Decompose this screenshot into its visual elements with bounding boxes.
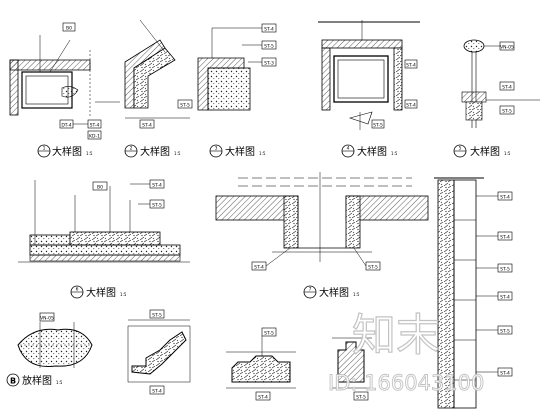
detail-2-title: 大样图 [140,145,170,158]
detail-1-tag-3: DT-4 [61,123,71,129]
detail-1-title: 大样图 [52,145,82,158]
detail-5-tag-3: ST-5 [502,109,512,115]
detail-3-number: 3 [215,146,218,152]
detail-3-tag-1: ST-4 [264,27,274,33]
detail-6-tag-3: ST-5 [152,203,162,209]
detail-9-tag-1: ST-5 [152,313,162,319]
detail-2: ST-5 ST-4 2 大样图 1:5 [124,19,193,158]
detail-8-tag-1: VN-05 [40,316,54,322]
side-elevation-tag-5: ST-5 [500,329,510,335]
detail-5-title: 大样图 [470,145,500,158]
detail-7-scale: 1:5 [353,292,360,297]
detail-3-title: 大样图 [225,145,255,158]
detail-4-number: 4 [347,146,350,152]
detail-7-tag-2: ST-5 [368,265,378,271]
detail-7-number: 7 [309,287,312,293]
watermark: 知末 ID: 166043100 [328,309,485,395]
detail-3-tag-3: ST-3 [264,61,274,67]
detail-1-tag-1: B0 [66,26,72,32]
detail-11-tag-1: ST-5 [356,395,366,401]
detail-7-tag-1: ST-4 [254,265,264,271]
detail-8: VN-05 B 放样图 1:5 [6,312,93,387]
detail-1: B0 ST-4 DT-4 KD-1 1 大样图 1:5 [9,22,120,158]
detail-1-number: 1 [43,146,46,152]
side-elevation-tag-2: ST-4 [500,235,510,241]
watermark-id: ID: 166043100 [328,371,484,395]
detail-5-number: 5 [459,146,462,152]
detail-4-scale: 1:5 [391,151,398,156]
detail-9-tag-2: ST-4 [152,389,162,395]
detail-6-tag-2: ST-4 [152,183,162,189]
detail-4-title: 大样图 [357,145,387,158]
detail-2-scale: 1:5 [174,151,181,156]
detail-7-title: 大样图 [319,286,349,299]
detail-8-marker-letter: B [10,377,16,386]
side-elevation-tag-6: ST-4 [500,371,510,377]
detail-6-scale: 1:5 [120,292,127,297]
detail-9: ST-5 ST-4 [127,309,191,395]
detail-6-number: 6 [76,287,79,293]
detail-6-title: 大样图 [86,286,116,299]
detail-10-tag-1: ST-5 [264,331,274,337]
detail-6: B0 ST-4 ST-5 6 大样图 1:5 [18,179,190,299]
detail-3-tag-2: ST-5 [264,44,274,50]
detail-3: ST-4 ST-5 ST-3 3 大样图 1:5 [197,23,277,158]
detail-5-tag-1: VN-05 [500,45,514,51]
detail-11: ST-5 [332,337,372,401]
detail-8-title: 放样图 [22,374,52,387]
detail-4: ST-4 ST-4 ST-5 4 大样图 1:5 [318,20,420,158]
detail-1-tag-4: KD-1 [89,134,100,140]
detail-2-number: 2 [130,146,133,152]
detail-5-scale: 1:5 [504,151,511,156]
detail-7: ST-4 ST-5 7 大样图 1:5 [215,172,429,299]
side-elevation-tag-1: ST-4 [500,195,510,201]
detail-5: VN-05 ST-4 ST-5 5 大样图 1:5 [453,39,540,158]
detail-2-tag-1: ST-5 [180,103,190,109]
detail-5-tag-2: ST-4 [502,85,512,91]
side-elevation-tag-4: ST-4 [500,295,510,301]
detail-10: ST-5 ST-4 [226,327,296,401]
detail-1-tag-2: ST-4 [90,123,100,129]
detail-8-marker [6,373,20,387]
detail-1-scale: 1:5 [86,151,93,156]
detail-4-tag-3: ST-5 [373,123,383,129]
side-elevation: ST-4 ST-4 ST-5 ST-4 ST-5 ST-4 [434,177,513,409]
side-elevation-tag-3: ST-5 [500,267,510,273]
detail-2-tag-2: ST-4 [142,123,152,129]
watermark-logo: 知末 [352,310,440,361]
detail-8-scale: 1:5 [56,380,63,385]
detail-4-tag-1: ST-4 [406,63,416,69]
detail-10-tag-2: ST-4 [258,395,268,401]
detail-3-scale: 1:5 [259,151,266,156]
detail-4-tag-2: ST-4 [406,103,416,109]
detail-6-tag-1: B0 [97,185,103,191]
